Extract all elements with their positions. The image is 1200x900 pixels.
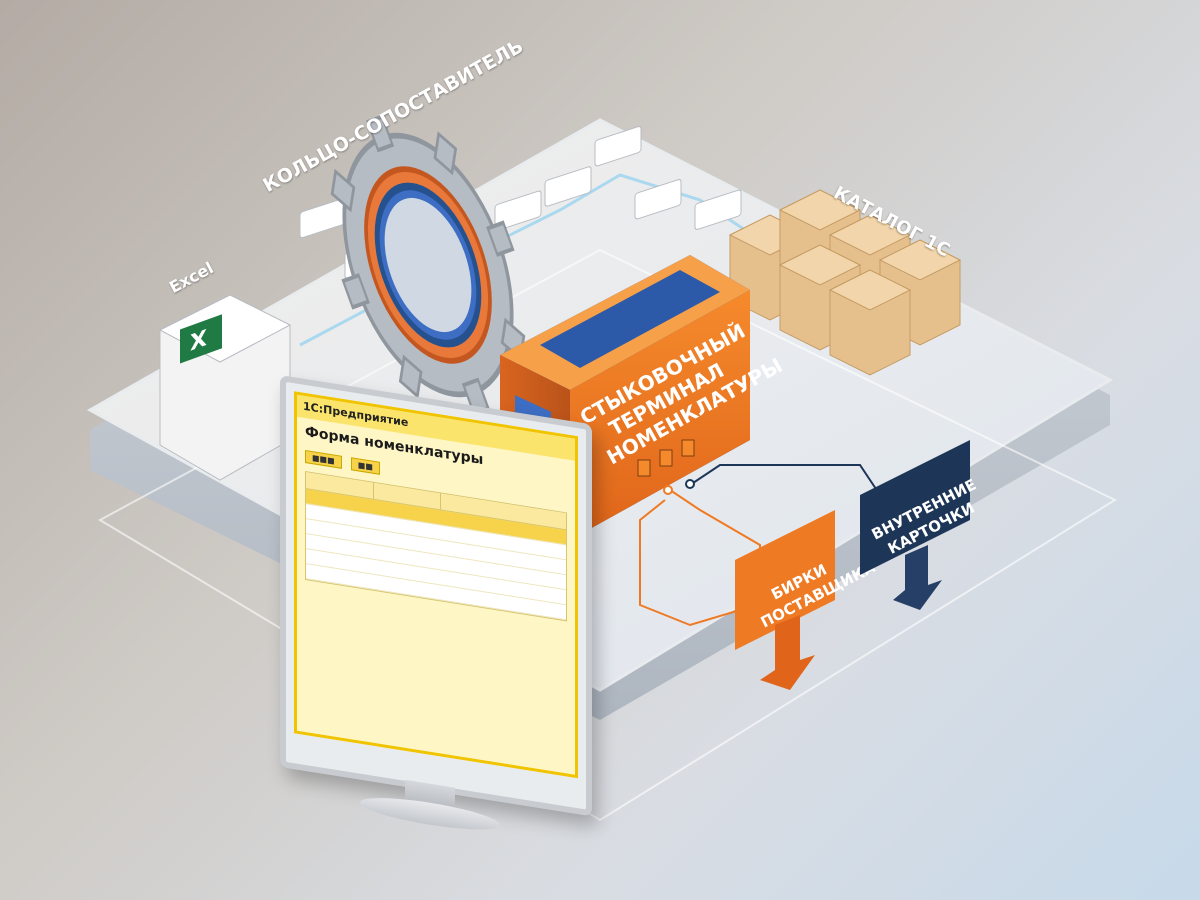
tag-card-icon (544, 166, 592, 207)
tag-card-icon (694, 189, 742, 230)
tag-card-icon (594, 126, 642, 167)
excel-icon: X (180, 314, 222, 364)
arrow-down-icon (893, 545, 942, 610)
toolbar-button[interactable]: ■■■ (305, 449, 342, 469)
tag-card-icon (494, 190, 542, 231)
excel-stack: X (158, 294, 292, 481)
arrow-down-icon (760, 615, 815, 690)
monitor-frame: 1С:Предприятие Форма номенклатуры ■■■ ■■ (280, 375, 592, 817)
gear-icon (330, 114, 526, 416)
tag-card-icon (299, 197, 347, 239)
svg-text:X: X (190, 325, 207, 357)
terminal-top-screen (540, 270, 720, 368)
internal-cards-sign: ВНУТРЕННИЕ КАРТОЧКИ (860, 440, 979, 610)
tag-card-icon (634, 179, 682, 220)
monitor-screen: 1С:Предприятие Форма номенклатуры ■■■ ■■ (294, 391, 578, 779)
box-icon (828, 269, 912, 376)
monitor: 1С:Предприятие Форма номенклатуры ■■■ ■■ (280, 375, 600, 846)
toolbar-button[interactable]: ■■ (350, 457, 380, 475)
